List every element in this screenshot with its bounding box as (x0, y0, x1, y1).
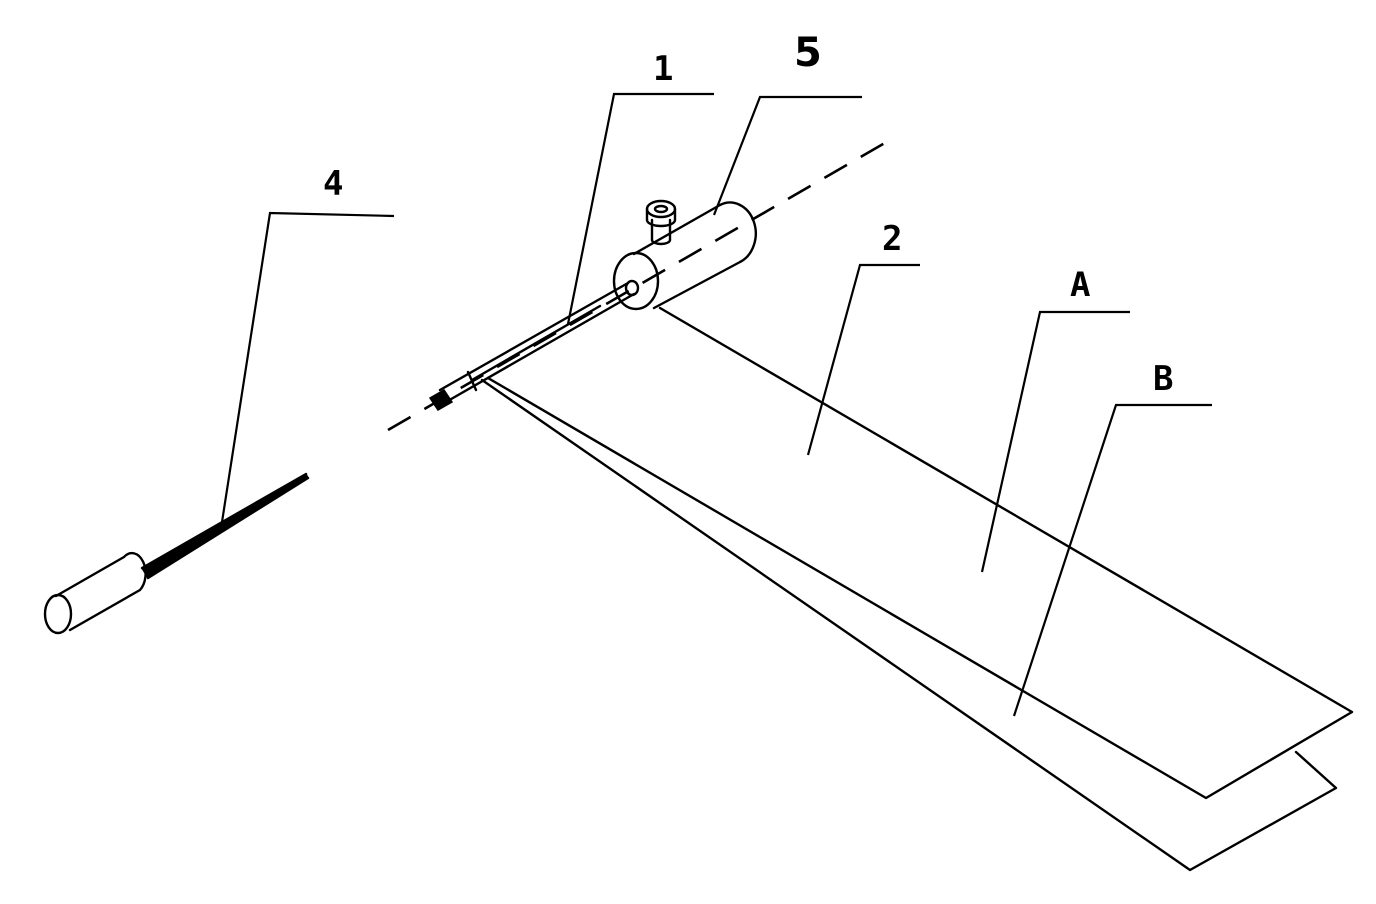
handle-end-face (43, 593, 73, 635)
leader-line-5 (712, 95, 862, 216)
rod-collar (466, 370, 478, 392)
leader-line-b (1012, 403, 1212, 717)
rod-part-1 (428, 281, 636, 411)
leader-line-2 (806, 263, 920, 456)
label-part-b: B (1153, 359, 1173, 399)
label-part-a: A (1070, 265, 1090, 305)
cylinder-body (632, 201, 757, 310)
handle-body (54, 551, 147, 632)
rod-lower-edge (444, 292, 636, 404)
rod-tip (428, 389, 454, 411)
set-screw (645, 199, 677, 246)
needle-shaft (140, 472, 309, 580)
rod-slit (470, 304, 602, 382)
handle-part-4 (43, 472, 310, 635)
label-part-5: 5 (794, 30, 822, 76)
cylinder-holder (612, 199, 757, 311)
label-part-1: 1 (653, 49, 673, 89)
center-axis-dashed-line (387, 138, 891, 432)
leader-line-a (980, 310, 1130, 573)
label-part-2: 2 (882, 219, 902, 259)
leader-line-4 (220, 211, 395, 523)
sheet-a-outline (486, 306, 1354, 800)
sheet-b-outline (480, 378, 1338, 872)
cylinder-front-face (612, 251, 660, 311)
rod-upper-edge (438, 281, 630, 392)
leader-line-1 (566, 92, 714, 325)
label-part-4: 4 (323, 164, 343, 204)
